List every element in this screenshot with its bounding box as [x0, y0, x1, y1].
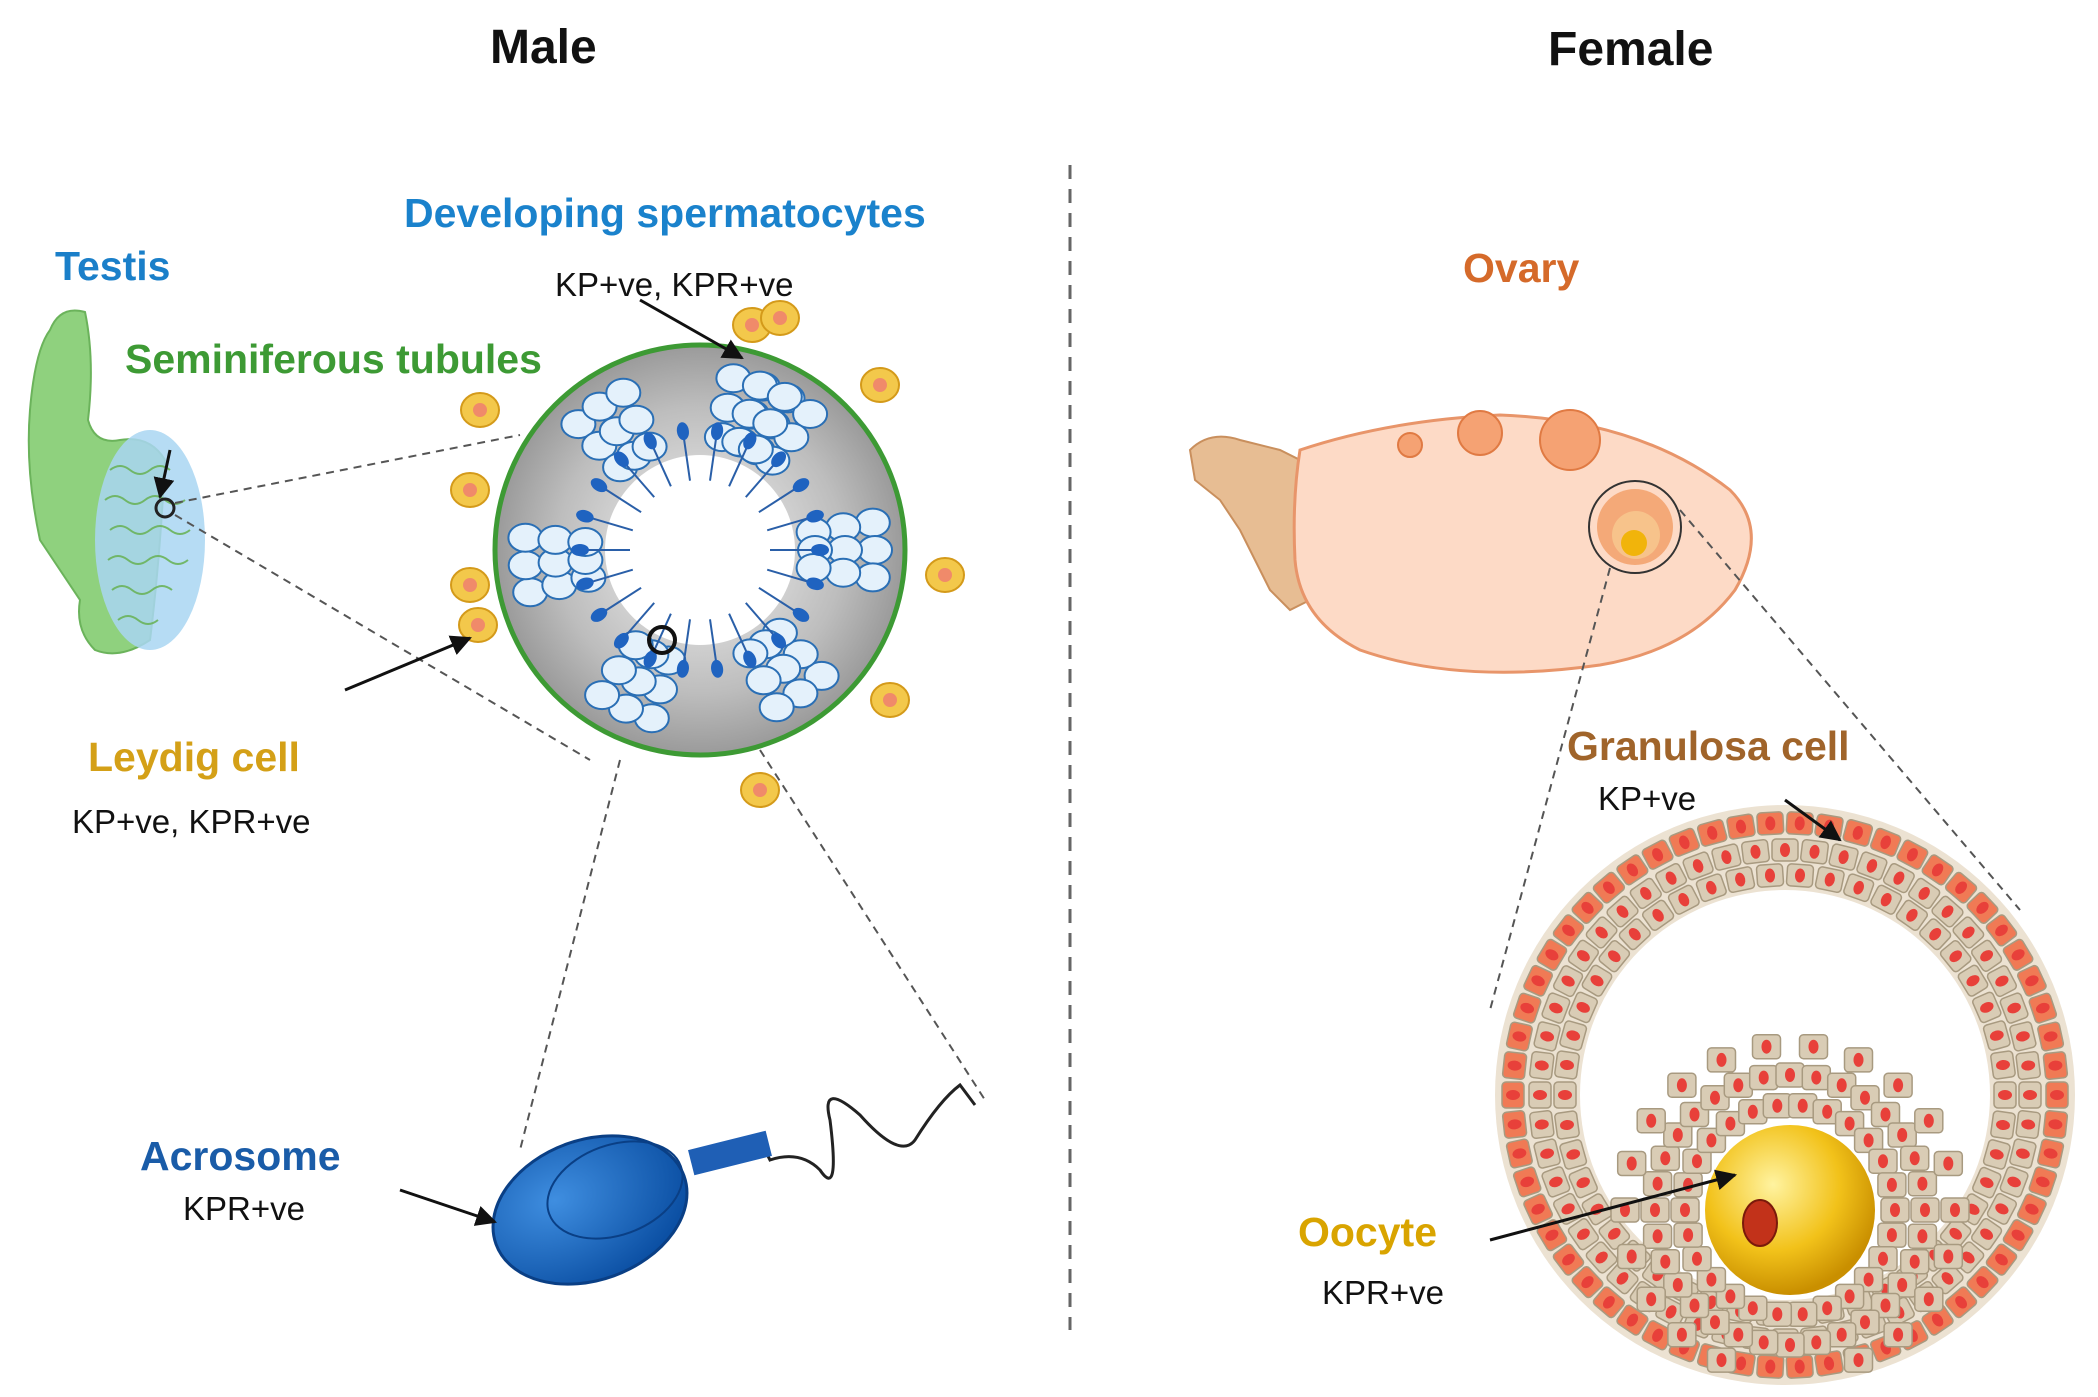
granulosa-cell-label: Granulosa cell	[1567, 723, 1850, 769]
ovary-illustration	[1188, 409, 1753, 674]
oocyte-label: Oocyte	[1298, 1209, 1437, 1255]
sperm-illustration	[491, 1082, 977, 1286]
follicle-illustration	[1495, 805, 2075, 1385]
ovary-label: Ovary	[1463, 245, 1580, 291]
testis-illustration	[27, 309, 205, 655]
developing-spermatocytes-label: Developing spermatocytes	[404, 190, 926, 236]
granulosa-cell-expression: KP+ve	[1598, 780, 1697, 817]
seminiferous-tubules-label: Seminiferous tubules	[125, 336, 542, 382]
tubule-cross-section	[450, 300, 965, 808]
leydig-cell-label: Leydig cell	[88, 734, 300, 780]
leydig-cell-expression: KP+ve, KPR+ve	[72, 803, 311, 840]
developing-spermatocytes-expression: KP+ve, KPR+ve	[555, 266, 794, 303]
acrosome-label: Acrosome	[140, 1133, 341, 1179]
oocyte-expression: KPR+ve	[1322, 1274, 1444, 1311]
testis-label: Testis	[55, 243, 171, 289]
acrosome-expression: KPR+ve	[183, 1190, 305, 1227]
male-header: Male	[490, 21, 597, 74]
female-header: Female	[1548, 23, 1714, 76]
